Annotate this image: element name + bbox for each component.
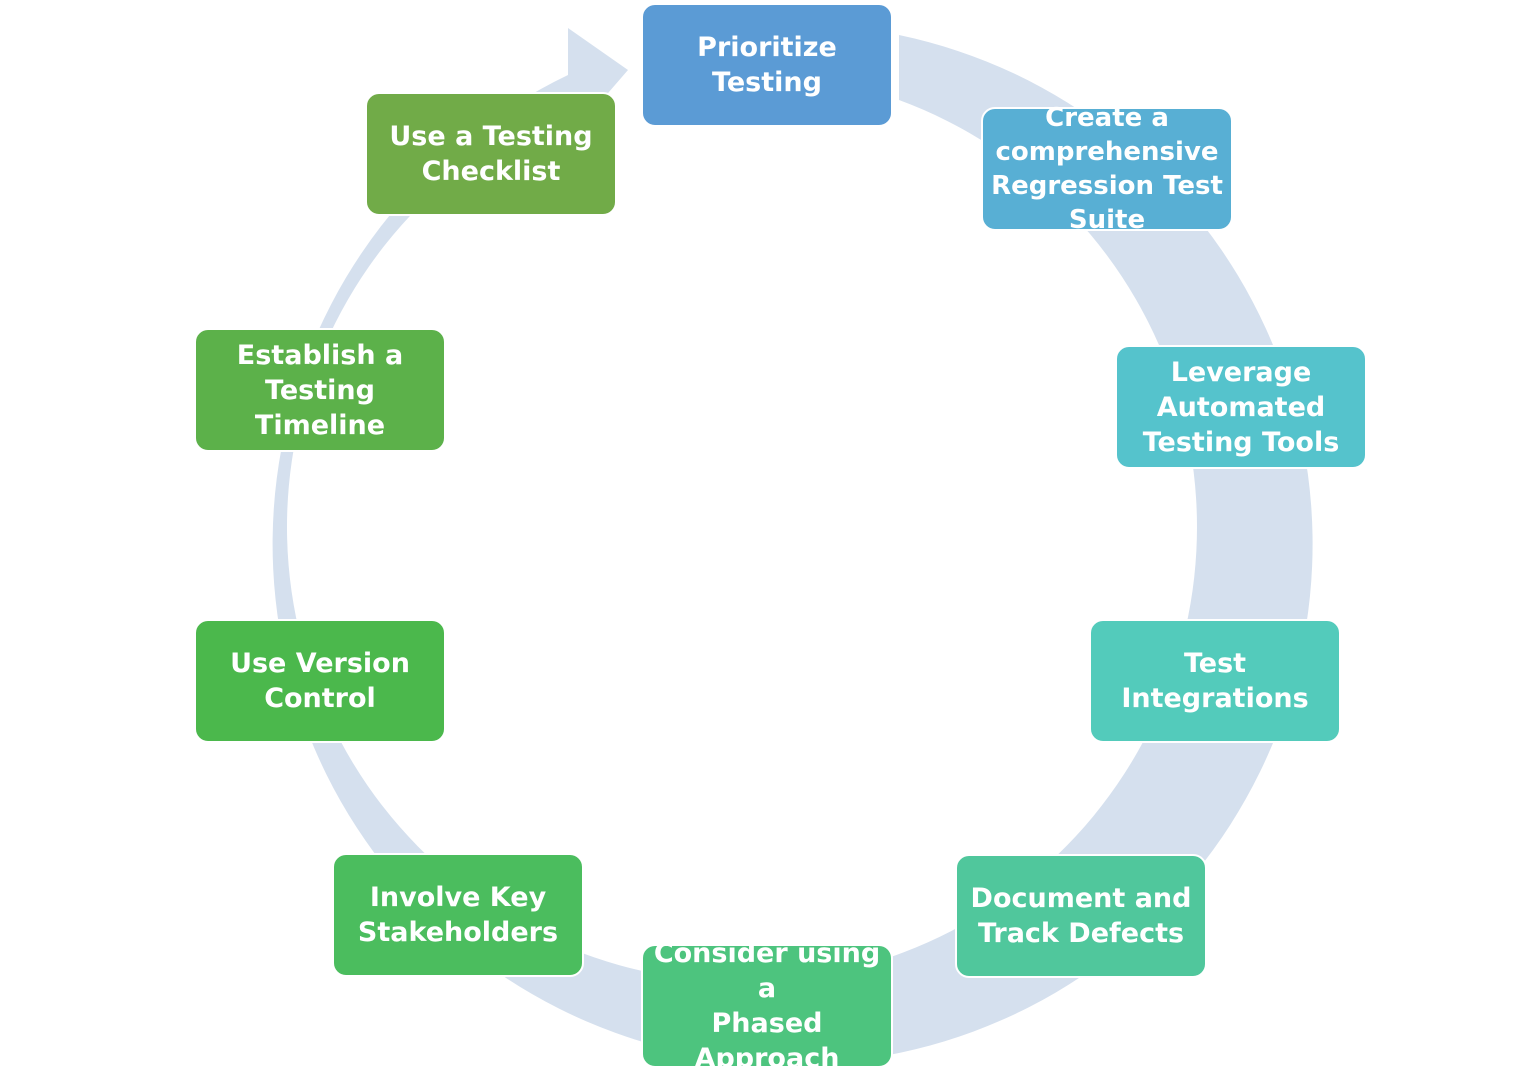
step-label: Test Integrations — [1121, 648, 1309, 714]
step-testing-timeline: Establish a Testing Timeline — [194, 328, 446, 452]
step-document-track-defects: Document and Track Defects — [955, 854, 1207, 978]
step-label: Leverage Automated Testing Tools — [1142, 356, 1340, 458]
step-test-integrations: Test Integrations — [1089, 619, 1341, 743]
step-label: Use Version Control — [230, 648, 410, 714]
step-label: Document and Track Defects — [970, 883, 1192, 949]
step-label: Use a Testing Checklist — [389, 121, 593, 187]
step-version-control: Use Version Control — [194, 619, 446, 743]
step-prioritize-testing: Prioritize Testing — [641, 3, 893, 127]
step-testing-checklist: Use a Testing Checklist — [365, 92, 617, 216]
step-label: Establish a Testing Timeline — [236, 339, 404, 441]
step-label: Involve Key Stakeholders — [357, 882, 559, 948]
step-label: Create a comprehensive Regression Test S… — [991, 103, 1223, 235]
step-label: Prioritize Testing — [697, 32, 837, 98]
step-involve-stakeholders: Involve Key Stakeholders — [332, 853, 584, 977]
step-regression-test-suite: Create a comprehensive Regression Test S… — [981, 103, 1233, 235]
step-phased-approach: Consider using a Phased Approach — [641, 938, 893, 1074]
step-label: Consider using a Phased Approach — [653, 938, 881, 1074]
step-automated-testing-tools: Leverage Automated Testing Tools — [1115, 345, 1367, 469]
